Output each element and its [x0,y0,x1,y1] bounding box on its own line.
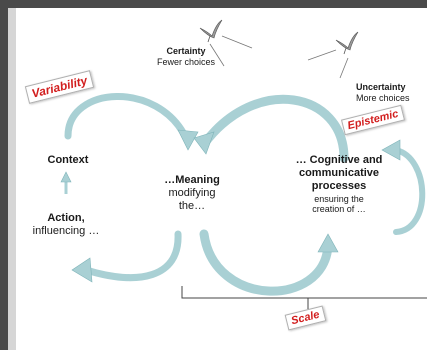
uncertainty-subtitle: More choices [356,92,410,103]
cognitive-line3: processes [311,180,367,193]
bird-icon [199,19,223,43]
scale-bracket [181,286,427,299]
cognitive-line2: communicative [298,167,380,180]
cognitive-sub2: creation of … [312,204,366,215]
bird-icon [335,31,359,55]
meaning-line2: the… [178,200,206,213]
certainty-subtitle: Fewer choices [156,56,216,67]
certainty-label: Certainty Fewer choices [150,46,222,68]
action-node: Action, influencing … [20,212,112,238]
arrowhead [71,257,93,283]
uncertainty-title: Uncertainty [356,82,406,92]
arrow-meaning-down [82,230,182,282]
diagram-graphics [60,19,427,312]
certainty-title: Certainty [166,46,206,56]
action-subtitle: influencing … [32,225,100,238]
arrowhead [177,129,199,151]
context-label: Context [47,154,89,166]
meaning-line1: modifying [168,187,216,200]
arrowhead [381,139,401,161]
ray-line [339,57,349,79]
action-title: Action, [47,212,85,224]
arrow-context-to-meaning [64,93,190,142]
meaning-node: …Meaning modifying the… [150,174,234,214]
arrow-meaning-to-cognitive [199,229,333,296]
arrow-cognitive-to-meaning [199,94,349,163]
cognitive-sub1: ensuring the [314,193,364,204]
ray-line [221,35,253,49]
uncertainty-label: Uncertainty More choices [356,82,427,104]
ray-line [209,43,225,67]
context-node: Context [32,154,104,167]
left-border [8,8,16,350]
arrow-epistemic-loop [393,147,426,235]
arrowhead [317,233,339,253]
arrowhead [193,131,215,155]
diagram-canvas: Certainty Fewer choices Uncertainty More… [8,8,427,350]
cognitive-node: … Cognitive and communicative processes … [274,154,404,215]
arrowhead [60,171,72,183]
meaning-title: …Meaning [164,174,220,186]
cognitive-line1: … Cognitive and [295,154,383,166]
ray-line [307,49,337,61]
